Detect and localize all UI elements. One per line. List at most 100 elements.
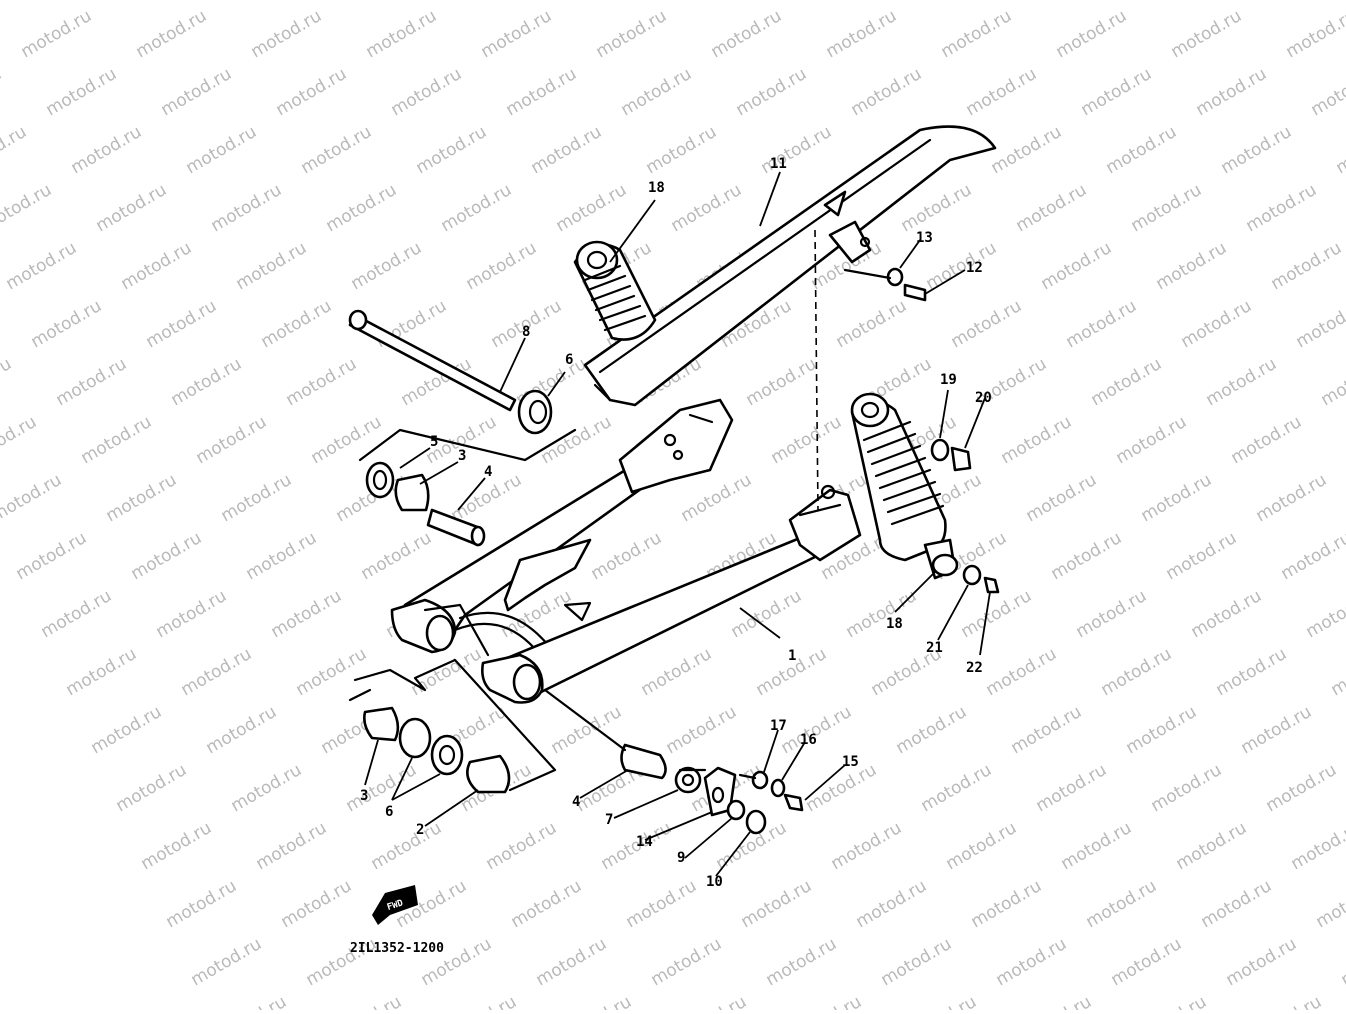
- watermark-text: motod.ru: [253, 818, 331, 874]
- watermark-text: motod.ru: [1218, 122, 1296, 178]
- watermark-text: motod.ru: [213, 992, 291, 1010]
- watermark-text: motod.ru: [13, 528, 91, 584]
- watermark-text: motod.ru: [1303, 586, 1346, 642]
- watermark-text: motod.ru: [188, 934, 266, 990]
- watermark-text: motod.ru: [328, 992, 406, 1010]
- watermark-text: motod.ru: [1178, 296, 1256, 352]
- watermark-text: motod.ru: [0, 470, 65, 526]
- watermark-text: motod.ru: [348, 238, 426, 294]
- watermark-text: motod.ru: [1238, 702, 1316, 758]
- watermark-text: motod.ru: [1163, 528, 1241, 584]
- watermark-text: motod.ru: [453, 0, 531, 4]
- watermark-text: motod.ru: [743, 354, 821, 410]
- watermark-text: motod.ru: [28, 296, 106, 352]
- watermark-text: motod.ru: [848, 64, 926, 120]
- callout-6-upper: 6: [565, 352, 573, 368]
- watermark-text: motod.ru: [833, 296, 911, 352]
- watermark-text: motod.ru: [1103, 122, 1181, 178]
- watermark-text: motod.ru: [1258, 0, 1336, 4]
- watermark-text: motod.ru: [568, 0, 646, 4]
- watermark-text: motod.ru: [0, 354, 15, 410]
- callout-10: 10: [706, 874, 723, 890]
- watermark-text: motod.ru: [843, 586, 921, 642]
- watermark-text: motod.ru: [943, 818, 1021, 874]
- callout-7: 7: [605, 812, 613, 828]
- watermark-text: motod.ru: [38, 586, 116, 642]
- callout-6-lower: 6: [385, 804, 393, 820]
- watermark-text: motod.ru: [1243, 180, 1321, 236]
- watermark-text: motod.ru: [1333, 122, 1346, 178]
- watermark-text: motod.ru: [43, 64, 121, 120]
- watermark-text: motod.ru: [668, 180, 746, 236]
- watermark-text: motod.ru: [593, 6, 671, 62]
- callout-18-lower: 18: [886, 616, 903, 632]
- watermark-text: motod.ru: [988, 122, 1066, 178]
- watermark-text: motod.ru: [88, 702, 166, 758]
- watermark-text: motod.ru: [738, 876, 816, 932]
- watermark-text: motod.ru: [1008, 702, 1086, 758]
- watermark-text: motod.ru: [678, 470, 756, 526]
- callout-12: 12: [966, 260, 983, 276]
- watermark-text: motod.ru: [18, 6, 96, 62]
- watermark-text: motod.ru: [1108, 934, 1186, 990]
- watermark-text: motod.ru: [63, 644, 141, 700]
- watermark-text: motod.ru: [78, 412, 156, 468]
- watermark-text: motod.ru: [108, 0, 186, 4]
- watermark-text: motod.ru: [558, 992, 636, 1010]
- watermark-text: motod.ru: [958, 586, 1036, 642]
- watermark-text: motod.ru: [93, 180, 171, 236]
- callout-17: 17: [770, 718, 787, 734]
- callout-21: 21: [926, 640, 943, 656]
- watermark-text: motod.ru: [1203, 354, 1281, 410]
- callout-14: 14: [636, 834, 653, 850]
- watermark-text: motod.ru: [1133, 992, 1211, 1010]
- callout-22: 22: [966, 660, 983, 676]
- watermark-text: motod.ru: [1143, 0, 1221, 4]
- callout-13: 13: [916, 230, 933, 246]
- watermark-text: motod.ru: [948, 296, 1026, 352]
- watermark-text: motod.ru: [1338, 934, 1346, 990]
- watermark-text: motod.ru: [118, 238, 196, 294]
- callout-3-upper: 3: [458, 448, 466, 464]
- watermark-text: motod.ru: [828, 818, 906, 874]
- watermark-text: motod.ru: [223, 0, 301, 4]
- watermark-text: motod.ru: [708, 6, 786, 62]
- watermark-text: motod.ru: [483, 818, 561, 874]
- watermark-text: motod.ru: [1113, 412, 1191, 468]
- watermark-text: motod.ru: [533, 934, 611, 990]
- callout-1: 1: [788, 648, 796, 664]
- watermark-text: motod.ru: [553, 180, 631, 236]
- watermark-text: motod.ru: [183, 122, 261, 178]
- watermark-text: motod.ru: [293, 644, 371, 700]
- watermark-text: motod.ru: [268, 586, 346, 642]
- callout-3-lower: 3: [360, 788, 368, 804]
- watermark-text: motod.ru: [1123, 702, 1201, 758]
- watermark-text: motod.ru: [673, 992, 751, 1010]
- watermark-text: motod.ru: [158, 64, 236, 120]
- watermark-text: motod.ru: [203, 702, 281, 758]
- watermark-text: motod.ru: [1293, 296, 1346, 352]
- watermark-text: motod.ru: [1083, 876, 1161, 932]
- watermark-text: motod.ru: [338, 0, 416, 4]
- watermark-text: motod.ru: [1078, 64, 1156, 120]
- callout-2: 2: [416, 822, 424, 838]
- watermark-text: motod.ru: [1073, 586, 1151, 642]
- callout-20: 20: [975, 390, 992, 406]
- watermark-text: motod.ru: [938, 6, 1016, 62]
- watermark-text: motod.ru: [68, 122, 146, 178]
- watermark-text: motod.ru: [733, 64, 811, 120]
- oil-seal-upper: [519, 391, 551, 433]
- watermark-text: motod.ru: [1278, 528, 1346, 584]
- watermark-text: motod.ru: [508, 876, 586, 932]
- watermark-text: motod.ru: [1318, 354, 1346, 410]
- watermark-text: motod.ru: [178, 644, 256, 700]
- watermark-text: motod.ru: [438, 180, 516, 236]
- watermark-text: motod.ru: [358, 528, 436, 584]
- callout-9: 9: [677, 850, 685, 866]
- watermark-text: motod.ru: [968, 876, 1046, 932]
- watermark-text: motod.ru: [648, 934, 726, 990]
- watermark-text: motod.ru: [1343, 412, 1346, 468]
- watermark-text: motod.ru: [298, 122, 376, 178]
- watermark-text: motod.ru: [258, 296, 336, 352]
